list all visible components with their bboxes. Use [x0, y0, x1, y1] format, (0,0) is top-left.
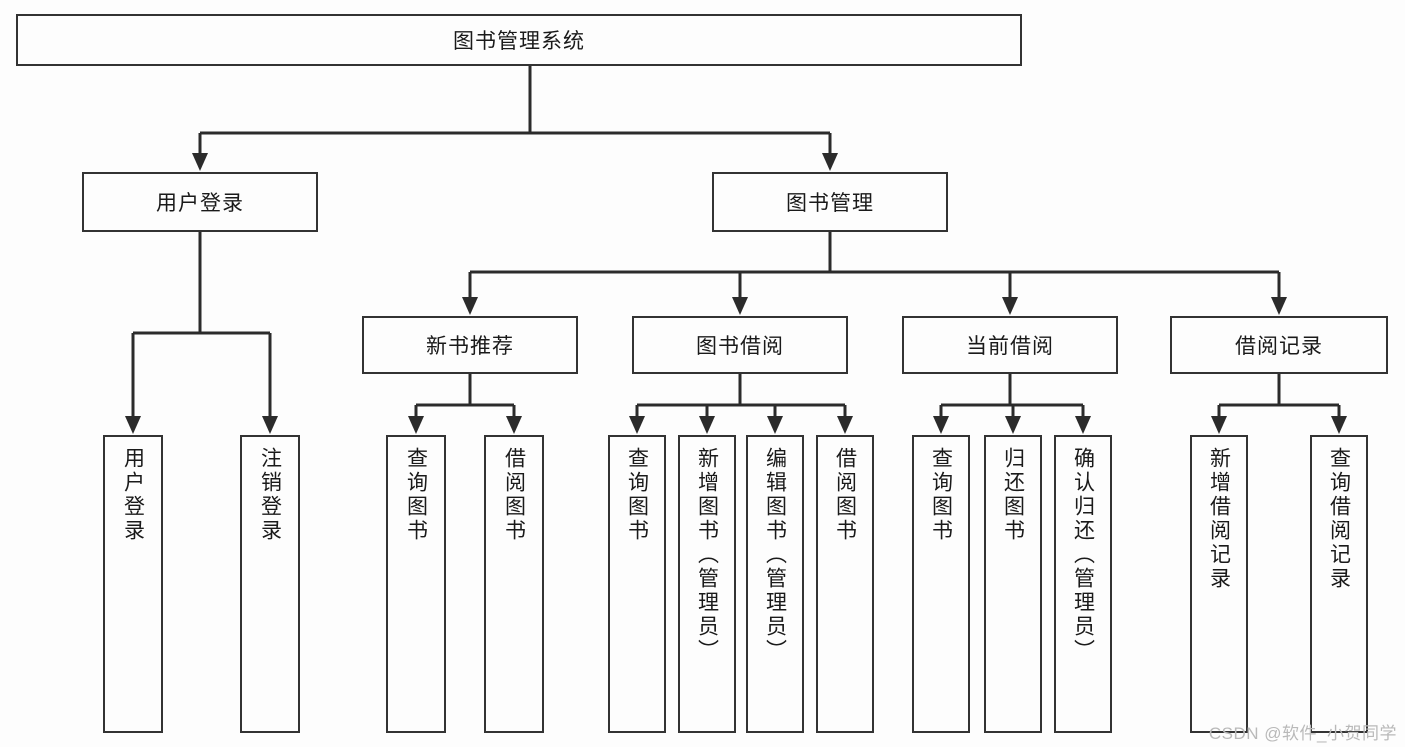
- node-label: 归还图书: [1001, 447, 1025, 543]
- node-label: 注销登录: [258, 447, 282, 543]
- node-leaf-cur-2[interactable]: 归还图书: [984, 435, 1042, 733]
- node-leaf-rec-2[interactable]: 查询借阅记录: [1310, 435, 1368, 733]
- node-label: 新书推荐: [426, 335, 514, 358]
- node-leaf-login-2[interactable]: 注销登录: [240, 435, 300, 733]
- node-label: 查询图书: [625, 447, 649, 543]
- connector-current: [933, 374, 1091, 434]
- node-label: 编辑图书（管理员）: [763, 447, 787, 663]
- connector-root: [192, 66, 838, 171]
- node-label: 当前借阅: [966, 335, 1054, 358]
- node-current[interactable]: 当前借阅: [902, 316, 1118, 374]
- node-leaf-borrow-2[interactable]: 新增图书（管理员）: [678, 435, 736, 733]
- node-label: 借阅记录: [1235, 335, 1323, 358]
- node-leaf-borrow-1[interactable]: 查询图书: [608, 435, 666, 733]
- connector-bookmgmt: [462, 232, 1287, 315]
- node-leaf-rec-1[interactable]: 新增借阅记录: [1190, 435, 1248, 733]
- node-borrow[interactable]: 图书借阅: [632, 316, 848, 374]
- node-newbook[interactable]: 新书推荐: [362, 316, 578, 374]
- connector-newbook: [408, 374, 522, 434]
- node-label: 用户登录: [121, 447, 145, 543]
- node-label: 新增借阅记录: [1207, 447, 1231, 591]
- connector-records: [1211, 374, 1347, 434]
- node-leaf-borrow-3[interactable]: 编辑图书（管理员）: [746, 435, 804, 733]
- watermark: CSDN @软件_小贺同学: [1208, 724, 1397, 743]
- node-label: 新增图书（管理员）: [695, 447, 719, 663]
- node-leaf-login-1[interactable]: 用户登录: [103, 435, 163, 733]
- node-leaf-new-2[interactable]: 借阅图书: [484, 435, 544, 733]
- node-leaf-borrow-4[interactable]: 借阅图书: [816, 435, 874, 733]
- node-label: 图书管理: [786, 192, 874, 215]
- node-login[interactable]: 用户登录: [82, 172, 318, 232]
- node-bookmgmt[interactable]: 图书管理: [712, 172, 948, 232]
- node-label: 确认归还（管理员）: [1071, 447, 1095, 663]
- node-label: 图书管理系统: [453, 30, 585, 53]
- node-records[interactable]: 借阅记录: [1170, 316, 1388, 374]
- node-leaf-cur-3[interactable]: 确认归还（管理员）: [1054, 435, 1112, 733]
- node-label: 查询图书: [929, 447, 953, 543]
- node-label: 图书借阅: [696, 335, 784, 358]
- node-label: 借阅图书: [502, 447, 526, 543]
- node-leaf-cur-1[interactable]: 查询图书: [912, 435, 970, 733]
- node-label: 查询借阅记录: [1327, 447, 1351, 591]
- node-label: 用户登录: [156, 192, 244, 215]
- connector-borrow: [629, 374, 853, 434]
- node-leaf-new-1[interactable]: 查询图书: [386, 435, 446, 733]
- node-root[interactable]: 图书管理系统: [16, 14, 1022, 66]
- node-label: 借阅图书: [833, 447, 857, 543]
- node-label: 查询图书: [404, 447, 428, 543]
- connector-login: [125, 232, 278, 434]
